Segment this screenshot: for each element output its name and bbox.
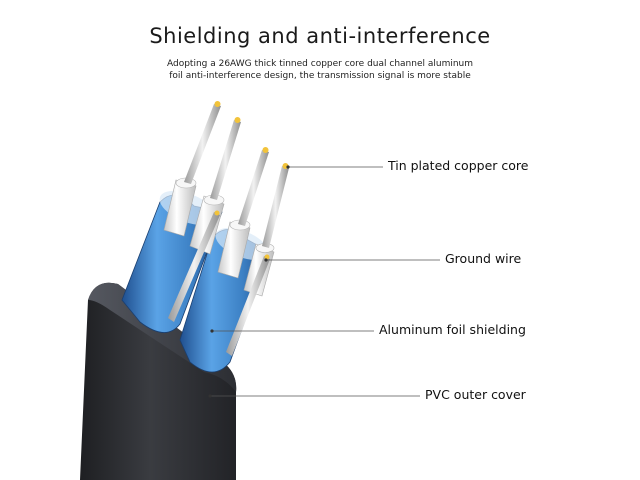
copper-cores bbox=[184, 101, 289, 248]
subtitle-line-2: foil anti-interference design, the trans… bbox=[169, 71, 471, 81]
page-title: Shielding and anti-interference bbox=[149, 24, 491, 48]
label-copper-core: Tin plated copper core bbox=[388, 158, 529, 173]
label-ground-wire: Ground wire bbox=[445, 251, 522, 266]
leader-lines bbox=[208, 165, 440, 398]
label-pvc-cover: PVC outer cover bbox=[425, 387, 526, 402]
label-foil-shielding: Aluminum foil shielding bbox=[379, 322, 526, 337]
page-subtitle: Adopting a 26AWG thick tinned copper cor… bbox=[0, 58, 640, 82]
subtitle-line-1: Adopting a 26AWG thick tinned copper cor… bbox=[166, 59, 474, 69]
